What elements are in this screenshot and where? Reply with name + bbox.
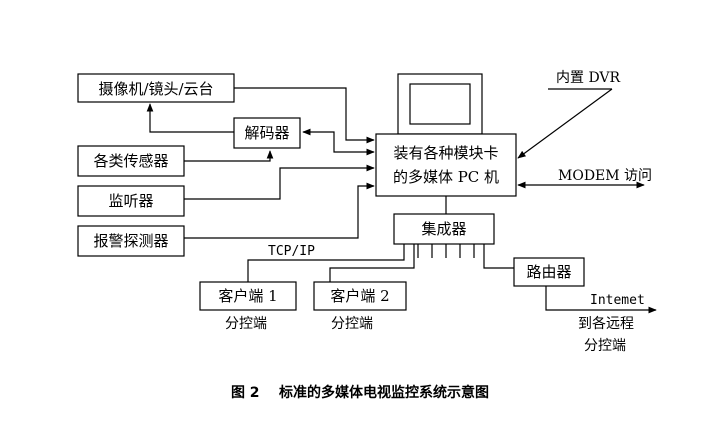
decoder-box: 解码器 (233, 117, 301, 149)
alarm-to-pc-arrow (184, 182, 375, 239)
integrator-router-link (483, 244, 514, 269)
client1-label: 客户端 1 (218, 287, 277, 305)
integrator-label: 集成器 (421, 220, 466, 238)
integrator-ports (417, 244, 475, 258)
client1-box: 客户端 1 (199, 281, 297, 311)
tcpip-label: TCP/IP (268, 244, 315, 259)
client2-box: 客户端 2 (313, 281, 407, 311)
client2-sub-label: 分控端 (331, 316, 373, 332)
camera-box: 摄像机/镜头/云台 (77, 73, 235, 103)
modem-label: MODEM 访问 (558, 168, 652, 184)
router-internet-arrow (545, 286, 657, 314)
alarm-detector-label: 报警探测器 (93, 232, 168, 250)
client1-sub-label: 分控端 (225, 316, 267, 332)
monitor-listen-label: 监听器 (108, 192, 153, 210)
sensors-to-decoder-arrow (184, 150, 274, 162)
builtin-dvr-label: 内置 DVR (556, 70, 621, 86)
dvr-arrow (517, 88, 613, 159)
client2-label: 客户端 2 (330, 287, 389, 305)
pc-box: 装有各种模块卡 的多媒体 PC 机 (375, 133, 517, 197)
decoder-pc-link (302, 128, 375, 156)
camera-label: 摄像机/镜头/云台 (98, 80, 213, 98)
decoder-to-camera-arrow (146, 103, 234, 133)
router-box: 路由器 (513, 257, 585, 287)
sensors-label: 各类传感器 (93, 152, 168, 170)
listener-to-pc-arrow (184, 164, 375, 200)
figure-caption: 图 2 标准的多媒体电视监控系统示意图 (231, 384, 489, 401)
remote-label-line1: 到各远程 (578, 316, 634, 332)
monitor-listen-box: 监听器 (77, 185, 185, 217)
monitor-screen-icon (397, 73, 483, 135)
router-label: 路由器 (526, 263, 571, 281)
pc-label-line2: 的多媒体 PC 机 (393, 168, 499, 186)
internet-label: Intemet (590, 293, 645, 308)
alarm-detector-box: 报警探测器 (77, 225, 185, 257)
decoder-label: 解码器 (244, 124, 289, 142)
integrator-client1-link (247, 244, 405, 282)
sensors-box: 各类传感器 (77, 145, 185, 177)
pc-label-line1: 装有各种模块卡 (393, 144, 498, 162)
remote-label-line2: 分控端 (584, 338, 626, 354)
integrator-box: 集成器 (393, 213, 495, 245)
integrator-client2-link (329, 244, 415, 282)
